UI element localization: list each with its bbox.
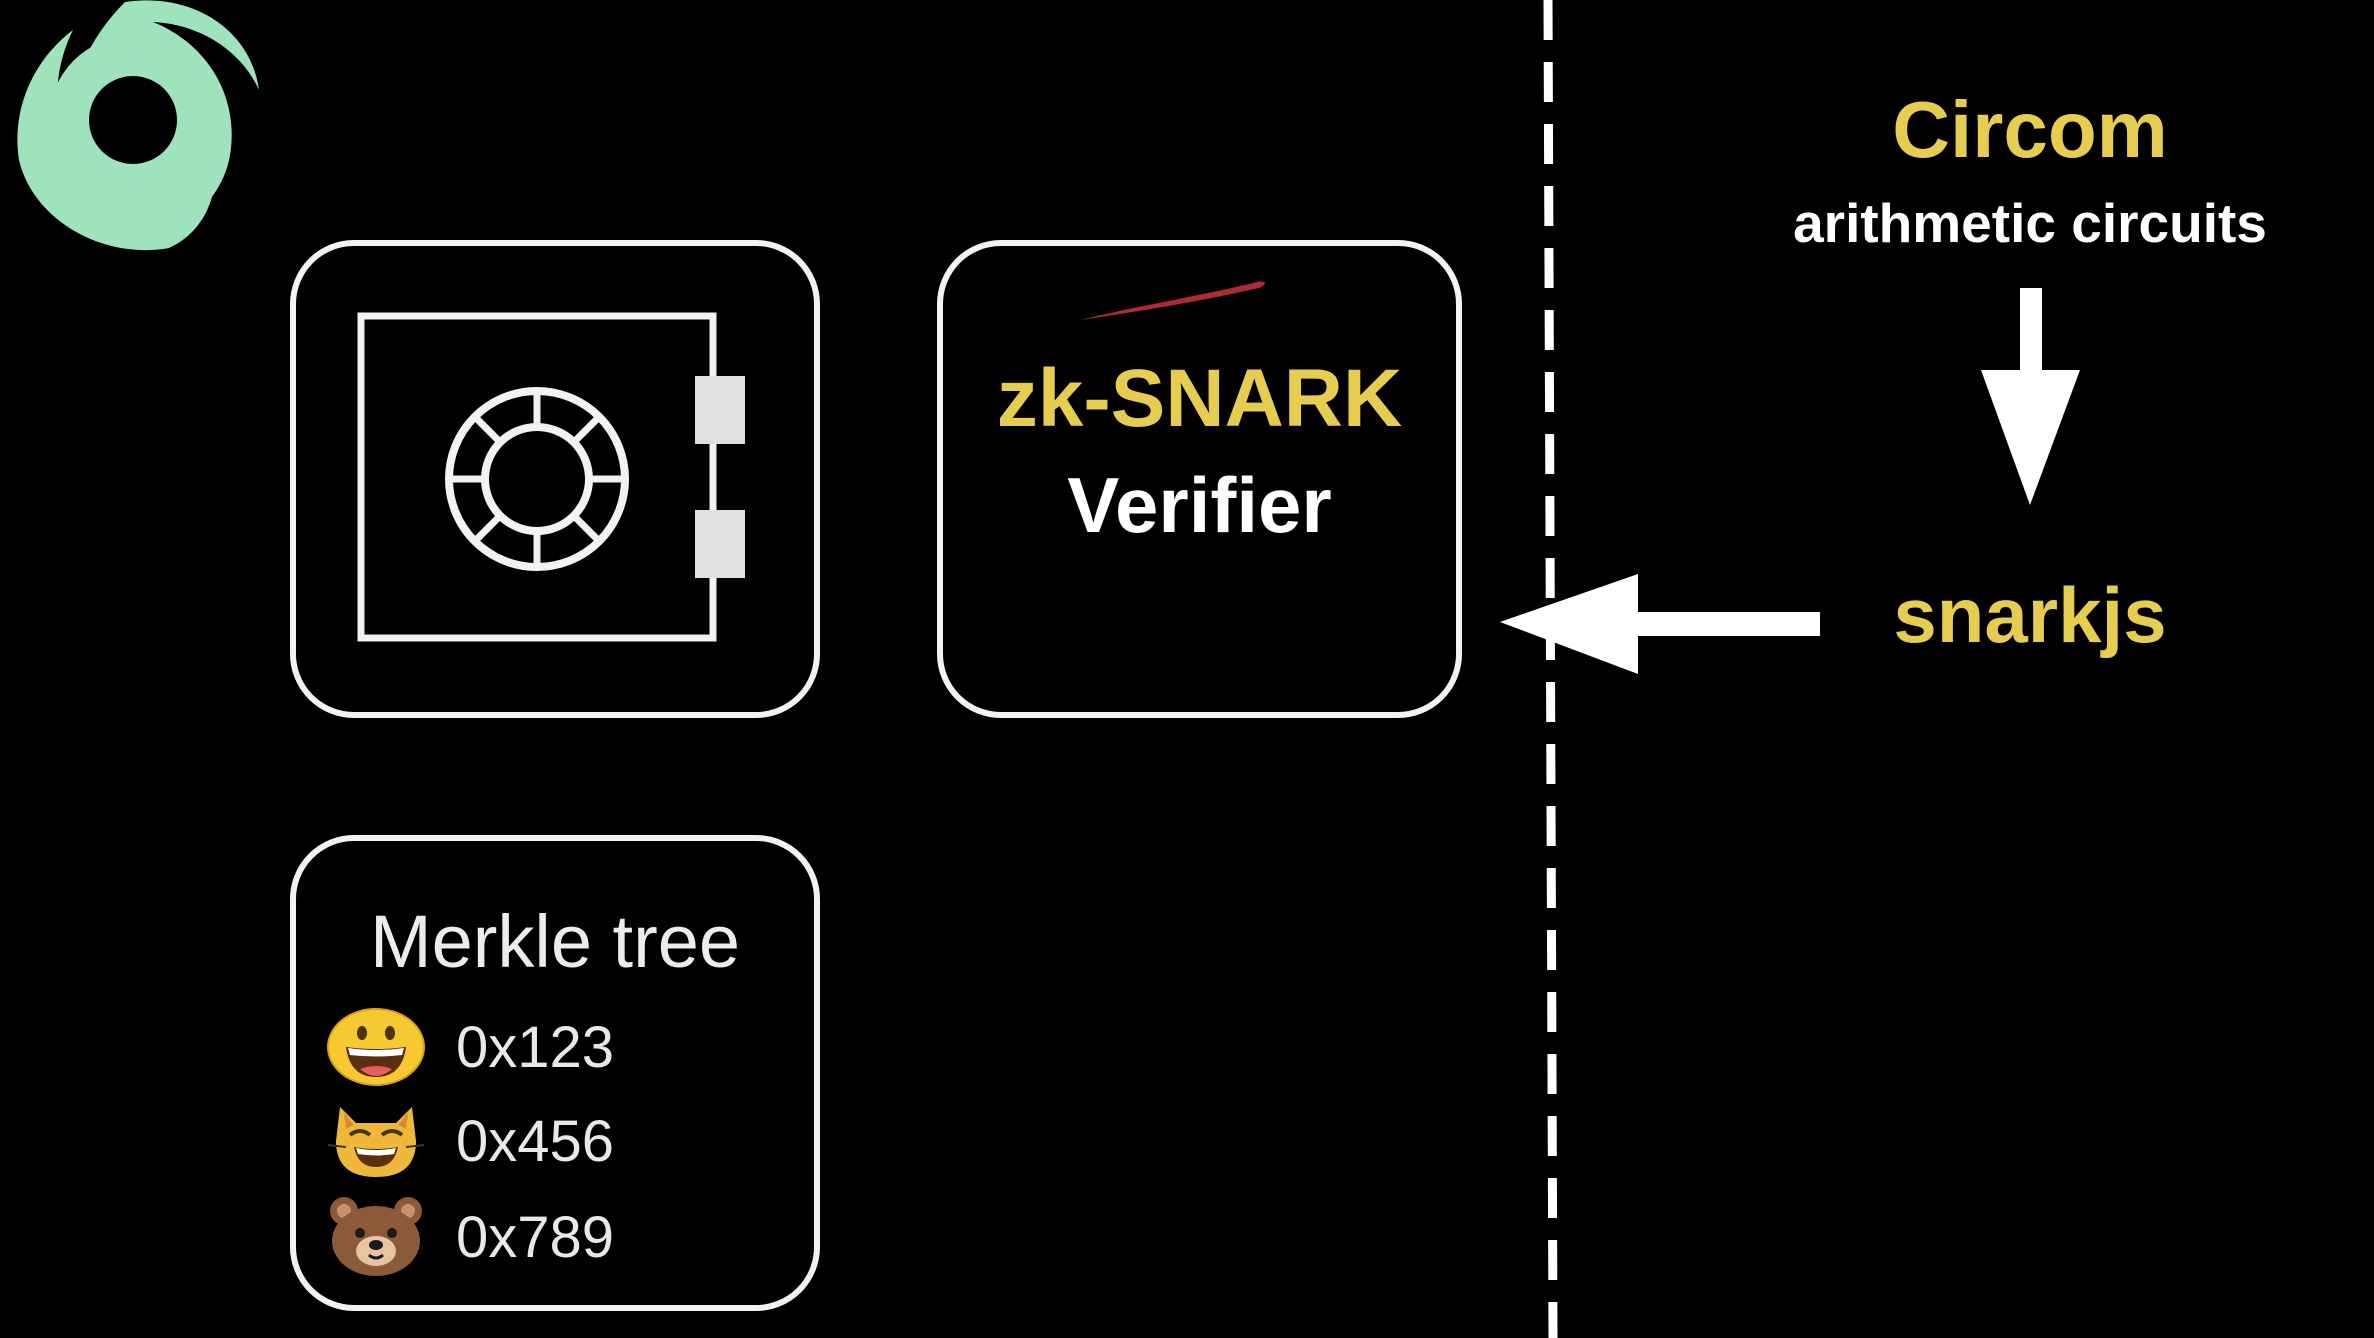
- merkle-leaf: 0x123: [326, 1007, 614, 1087]
- arrow-down-icon: [1981, 288, 2080, 505]
- divider-dashed-line: [1543, 0, 1558, 1338]
- bear-face-icon: [330, 1197, 422, 1276]
- merkle-tree-box: Merkle tree 0x123: [290, 835, 820, 1311]
- grinning-face-icon: [327, 1008, 425, 1086]
- red-stroke-mark: [1080, 281, 1265, 320]
- verifier-subtitle: Verifier: [1067, 461, 1332, 549]
- merkle-tree-title: Merkle tree: [369, 900, 741, 983]
- brand-logo-icon: [17, 0, 259, 251]
- verifier-title: zk-SNARK: [996, 353, 1403, 444]
- circom-title: Circom: [1892, 85, 2168, 174]
- verifier-box: zk-SNARK Verifier: [937, 240, 1462, 718]
- snarkjs-label: snarkjs: [1893, 571, 2167, 659]
- merkle-leaf: 0x456: [326, 1101, 614, 1181]
- cat-face-icon: [327, 1107, 425, 1177]
- leaf-hash: 0x456: [456, 1108, 615, 1174]
- circom-subtitle: arithmetic circuits: [1793, 192, 2267, 254]
- merkle-leaf: 0x789: [326, 1197, 614, 1277]
- safe-icon: [357, 312, 745, 642]
- leaf-hash: 0x789: [456, 1204, 615, 1270]
- vault-box: [290, 240, 820, 718]
- leaf-hash: 0x123: [456, 1014, 615, 1080]
